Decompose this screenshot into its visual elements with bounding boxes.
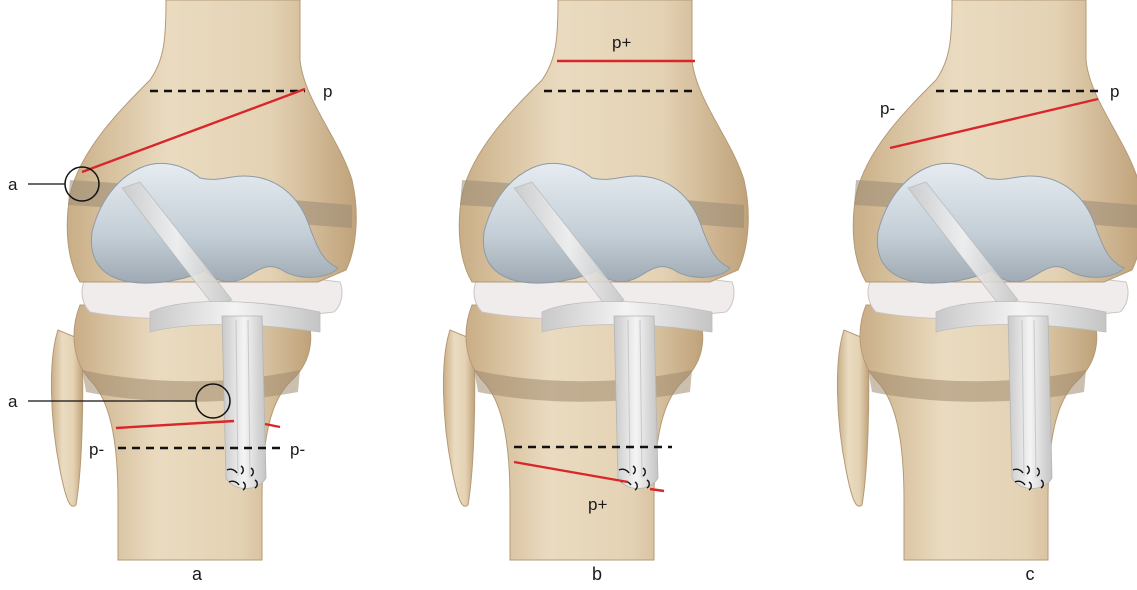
- label-tibia-p-right-a: p-: [290, 440, 305, 459]
- knee-illustration-a: [51, 0, 356, 560]
- panel-caption-a: a: [192, 564, 203, 584]
- panel-b: p+ p+ b: [443, 0, 748, 584]
- panel-a: p a a p- p- a: [8, 0, 356, 584]
- knee-illustration-c: [837, 0, 1137, 560]
- label-femur-p-a: p: [323, 82, 332, 101]
- label-tibia-a-a: a: [8, 392, 18, 411]
- label-femur-a-a: a: [8, 175, 18, 194]
- panel-c: p- p c: [837, 0, 1137, 584]
- panel-caption-b: b: [592, 564, 602, 584]
- label-tibia-p-left-a: p-: [89, 440, 104, 459]
- label-femur-p-b: p+: [612, 33, 631, 52]
- label-femur-p-right-c: p: [1110, 82, 1119, 101]
- label-femur-p-left-c: p-: [880, 99, 895, 118]
- panel-caption-c: c: [1026, 564, 1035, 584]
- label-tibia-p-b: p+: [588, 495, 607, 514]
